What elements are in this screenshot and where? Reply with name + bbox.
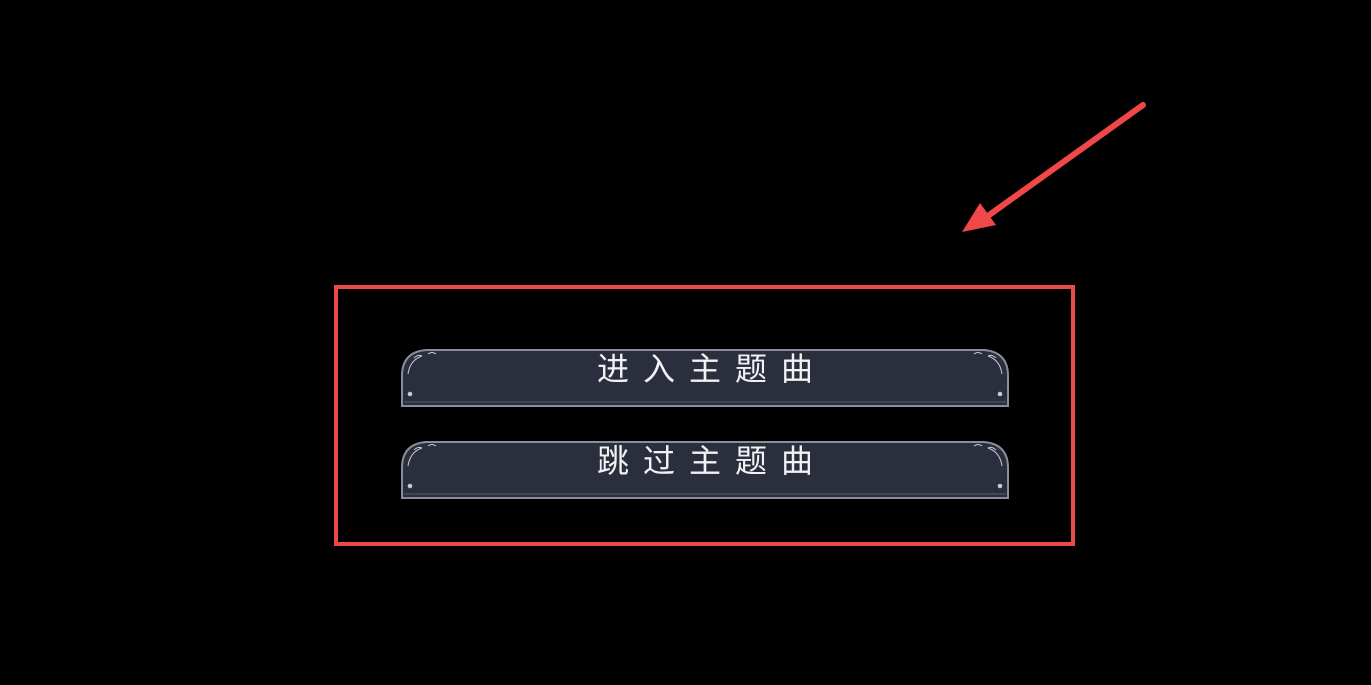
ornate-corner-icon <box>973 444 1003 489</box>
skip-theme-song-button[interactable]: 跳过主题曲 <box>400 440 1010 500</box>
theme-song-menu: 进入主题曲 跳过主题曲 <box>400 348 1010 532</box>
button-frame <box>401 349 1009 407</box>
ornate-corner-icon <box>407 352 437 397</box>
ornate-corner-icon <box>973 352 1003 397</box>
ornate-corner-icon <box>407 444 437 489</box>
button-label: 跳过主题曲 <box>596 442 827 480</box>
enter-theme-song-button[interactable]: 进入主题曲 <box>400 348 1010 408</box>
button-label: 进入主题曲 <box>596 350 827 388</box>
button-frame <box>401 441 1009 499</box>
